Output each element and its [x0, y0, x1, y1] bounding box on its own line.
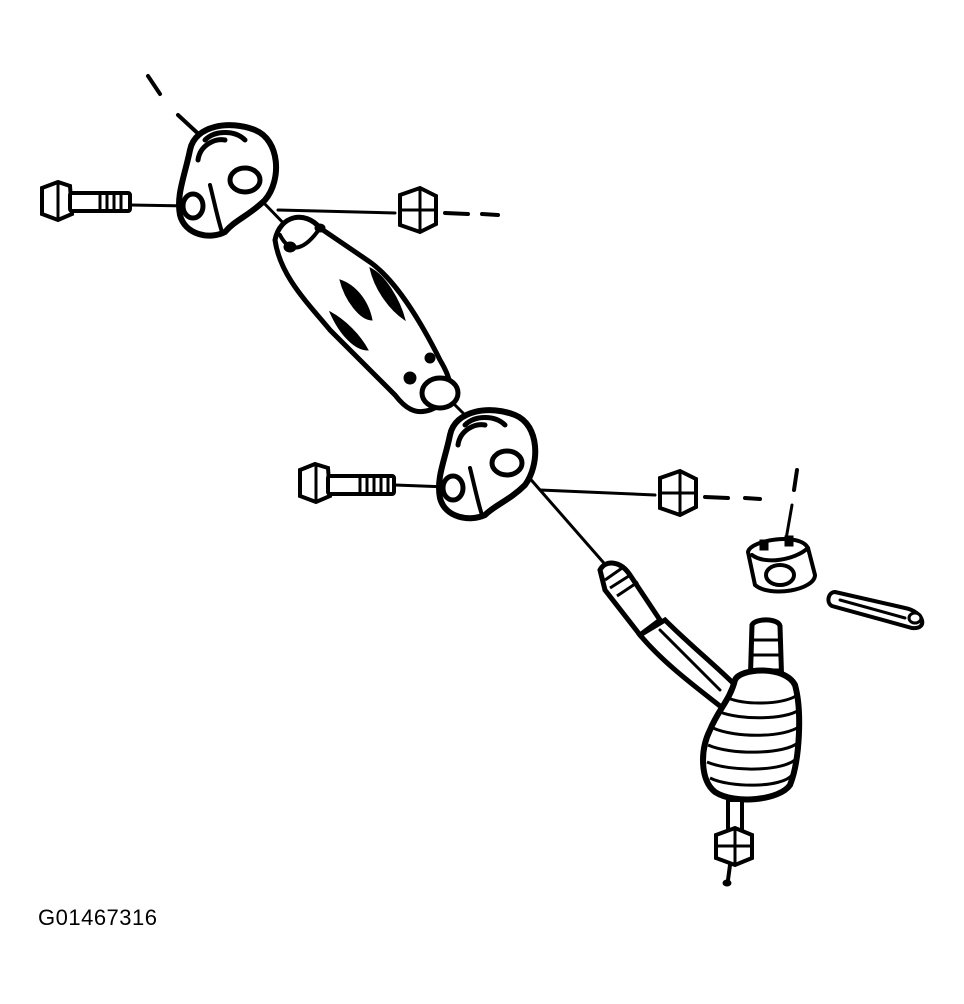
lower-nut: [658, 468, 698, 518]
cotter-pin: [826, 589, 925, 631]
tie-rod-end: [597, 560, 803, 887]
lower-clamp: [436, 407, 539, 522]
upper-clamp: [176, 122, 280, 239]
lower-bolt: [298, 461, 396, 505]
adjuster-sleeve: [272, 214, 461, 415]
upper-nut: [398, 185, 438, 235]
castle-nut: [745, 535, 818, 594]
upper-bolt: [40, 179, 132, 223]
figure-code-label: G01467316: [38, 905, 158, 930]
